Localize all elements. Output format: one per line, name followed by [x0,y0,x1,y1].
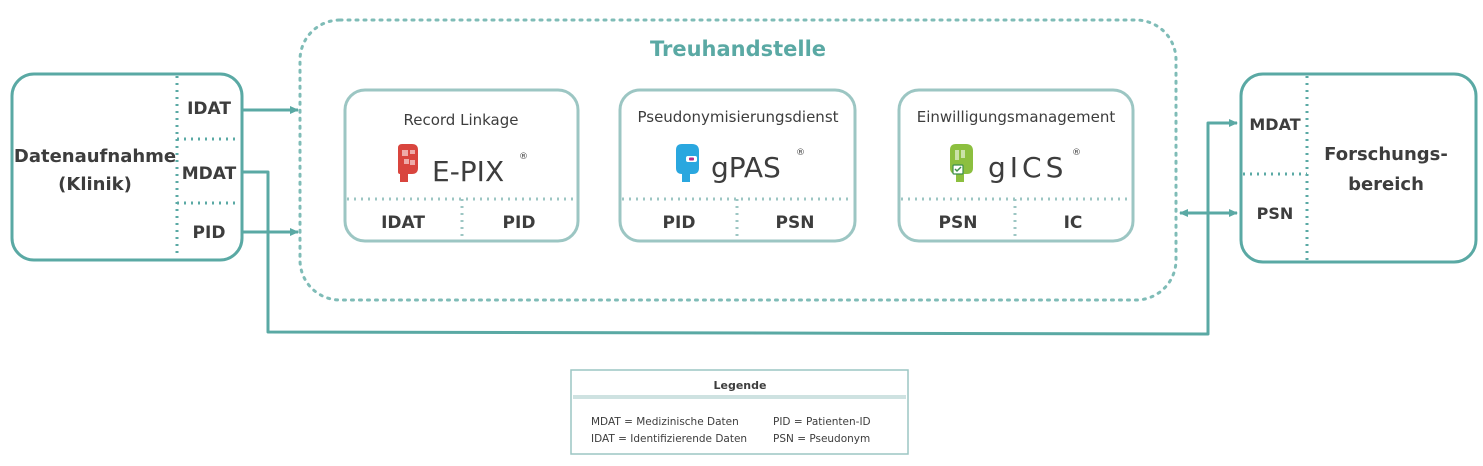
source-port-idat: IDAT [187,99,231,119]
service-box-pseudonymisierung: Pseudonymisierungsdienst gPAS ® PID PSN [618,88,857,243]
research-title-line1: Forschungs- [1324,144,1448,165]
service-box-einwilligung: Einwilligungsmanagement gICS ® PSN IC [897,88,1135,243]
gics-logo-text: gICS [988,151,1067,184]
legend-entry-idat: IDAT = Identifizierende Daten [591,433,747,445]
gpas-logo-text: gPAS [711,151,781,184]
service-port-idat: IDAT [381,213,425,233]
legend-entry-pid: PID = Patienten-ID [773,416,871,428]
gics-head-icon [950,144,973,182]
legend: Legende MDAT = Medizinische Daten PID = … [570,369,909,455]
service-port-psn: PSN [776,213,815,233]
legend-title: Legende [714,379,767,392]
legend-entry-psn: PSN = Pseudonym [773,433,870,445]
service-box-record-linkage: Record Linkage E-PIX ® IDAT PID [343,88,580,243]
service-title-pseudonymisierung: Pseudonymisierungsdienst [637,108,838,126]
source-title-line2: (Klinik) [58,174,132,195]
epix-registered-mark: ® [519,152,528,162]
epix-head-icon [398,144,418,182]
gics-registered-mark: ® [1072,148,1081,158]
legend-entry-mdat: MDAT = Medizinische Daten [591,416,739,428]
trust-center-boundary [298,18,1178,302]
source-port-mdat: MDAT [182,164,237,184]
epix-logo-text: E-PIX [432,155,504,188]
gpas-head-icon [676,144,699,182]
service-port-psn-2: PSN [939,213,978,233]
service-title-record-linkage: Record Linkage [404,111,519,129]
source-box: Datenaufnahme (Klinik) IDAT MDAT PID [10,72,244,262]
service-port-pid-2: PID [663,213,696,233]
research-port-mdat: MDAT [1249,115,1300,134]
trust-center-title: Treuhandstelle [650,37,826,61]
arrow-mdat-bypass [242,119,1238,336]
research-box: Forschungs- bereich MDAT PSN [1239,72,1478,264]
research-port-psn: PSN [1257,204,1294,223]
source-title-line1: Datenaufnahme [14,146,176,167]
research-title-line2: bereich [1348,174,1424,195]
service-port-ic: IC [1064,213,1083,233]
service-port-pid: PID [503,213,536,233]
service-title-einwilligung: Einwilligungsmanagement [917,108,1116,126]
source-port-pid: PID [193,223,226,243]
gpas-registered-mark: ® [796,148,805,158]
